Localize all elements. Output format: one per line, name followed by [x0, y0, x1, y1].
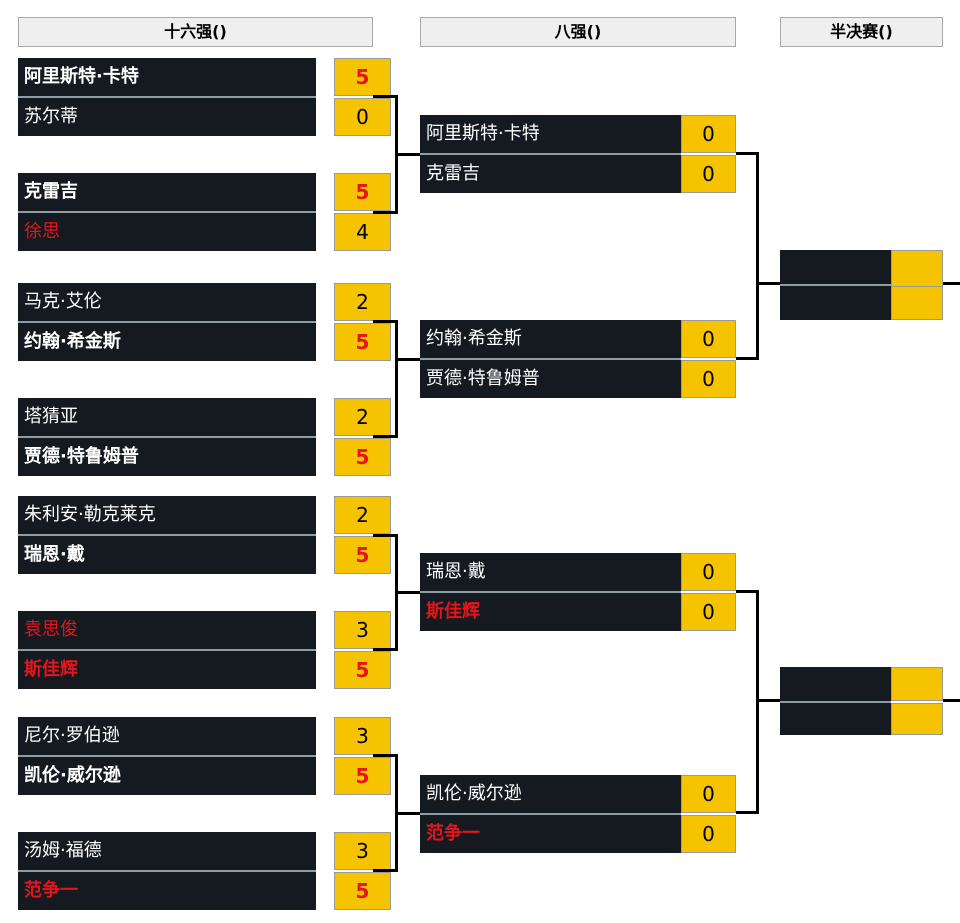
- player-name: 克雷吉: [420, 155, 681, 193]
- player-score: 5: [334, 651, 391, 689]
- bracket-connector: [756, 282, 780, 285]
- player-score: 0: [681, 775, 736, 813]
- bracket-connector: [943, 282, 960, 285]
- bracket-connector: [395, 812, 420, 815]
- player-score: 5: [334, 536, 391, 574]
- player-score: [891, 286, 943, 320]
- bracket-connector: [756, 590, 759, 814]
- row-divider: [18, 755, 316, 757]
- bracket-connector: [756, 699, 780, 702]
- player-name: 朱利安·勒克莱克: [18, 496, 316, 534]
- bracket-connector: [943, 699, 960, 702]
- player-score: 0: [681, 115, 736, 153]
- row-divider: [18, 96, 316, 98]
- player-score: 5: [334, 438, 391, 476]
- player-name: 瑞恩·戴: [420, 553, 681, 591]
- bracket-connector: [395, 153, 420, 156]
- player-name: 袁思俊: [18, 611, 316, 649]
- row-divider: [420, 813, 681, 815]
- bracket-connector: [736, 357, 758, 360]
- row-divider: [420, 358, 681, 360]
- player-name: 斯佳辉: [420, 593, 681, 631]
- player-name: 范争一: [420, 815, 681, 853]
- player-score: 0: [681, 553, 736, 591]
- player-score: 5: [334, 757, 391, 795]
- player-score: 3: [334, 611, 391, 649]
- player-score: [891, 703, 943, 735]
- player-score: 3: [334, 717, 391, 755]
- bracket-connector: [395, 358, 420, 361]
- player-name: 斯佳辉: [18, 651, 316, 689]
- bracket-connector: [736, 152, 758, 155]
- player-score: 5: [334, 58, 391, 96]
- player-score: 2: [334, 283, 391, 321]
- player-score: [891, 667, 943, 701]
- player-name: 马克·艾伦: [18, 283, 316, 321]
- player-name: 阿里斯特·卡特: [420, 115, 681, 153]
- player-name: 汤姆·福德: [18, 832, 316, 870]
- bracket-connector: [373, 211, 397, 214]
- bracket-connector: [373, 320, 397, 323]
- bracket-connector: [736, 590, 758, 593]
- row-divider: [780, 284, 891, 286]
- player-score: 0: [681, 593, 736, 631]
- row-divider: [420, 591, 681, 593]
- player-score: 5: [334, 323, 391, 361]
- player-score: 0: [681, 155, 736, 193]
- header-semifinals: 半决赛(): [780, 17, 943, 47]
- player-name: 贾德·特鲁姆普: [420, 360, 681, 398]
- bracket-connector: [395, 320, 398, 438]
- header-round-of-16: 十六强(): [18, 17, 373, 47]
- player-name: 凯伦·威尔逊: [420, 775, 681, 813]
- player-score: 0: [681, 360, 736, 398]
- row-divider: [780, 701, 891, 703]
- row-divider: [18, 649, 316, 651]
- player-name: 约翰·希金斯: [18, 323, 316, 361]
- bracket-connector: [373, 435, 397, 438]
- player-name: 徐思: [18, 213, 316, 251]
- header-quarterfinals: 八强(): [420, 17, 736, 47]
- player-name: [780, 250, 891, 288]
- player-score: [891, 250, 943, 288]
- bracket-connector: [736, 811, 758, 814]
- player-score: 5: [334, 872, 391, 910]
- row-divider: [18, 534, 316, 536]
- player-name: [780, 703, 891, 735]
- bracket-connector: [373, 95, 397, 98]
- row-divider: [18, 870, 316, 872]
- player-score: 3: [334, 832, 391, 870]
- bracket-connector: [373, 534, 397, 537]
- player-name: 凯伦·威尔逊: [18, 757, 316, 795]
- row-divider: [420, 153, 681, 155]
- player-name: 苏尔蒂: [18, 98, 316, 136]
- bracket-connector: [395, 591, 420, 594]
- row-divider: [18, 321, 316, 323]
- player-name: 尼尔·罗伯逊: [18, 717, 316, 755]
- bracket-connector: [373, 754, 397, 757]
- player-name: [780, 286, 891, 320]
- player-score: 0: [681, 815, 736, 853]
- player-score: 2: [334, 398, 391, 436]
- row-divider: [18, 211, 316, 213]
- row-divider: [18, 436, 316, 438]
- bracket-connector: [373, 648, 397, 651]
- player-name: 瑞恩·戴: [18, 536, 316, 574]
- player-score: 2: [334, 496, 391, 534]
- player-name: 克雷吉: [18, 173, 316, 211]
- player-name: [780, 667, 891, 701]
- player-name: 约翰·希金斯: [420, 320, 681, 358]
- player-score: 0: [334, 98, 391, 136]
- player-name: 贾德·特鲁姆普: [18, 438, 316, 476]
- player-score: 4: [334, 213, 391, 251]
- bracket-connector: [756, 152, 759, 360]
- player-score: 5: [334, 173, 391, 211]
- player-name: 范争一: [18, 872, 316, 910]
- player-score: 0: [681, 320, 736, 358]
- player-name: 阿里斯特·卡特: [18, 58, 316, 96]
- player-name: 塔猜亚: [18, 398, 316, 436]
- bracket-connector: [373, 869, 397, 872]
